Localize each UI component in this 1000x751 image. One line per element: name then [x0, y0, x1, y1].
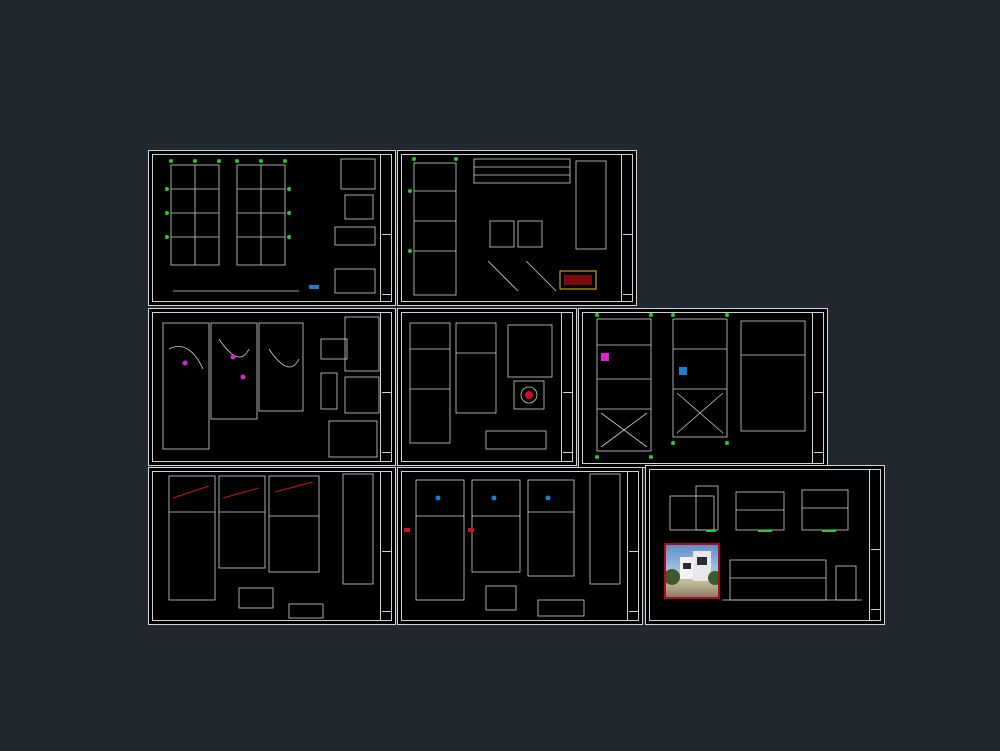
layout-sheet-instalaciones-desague[interactable]	[397, 467, 643, 625]
layout-sheet-arquitectura-distribucion[interactable]	[578, 308, 828, 468]
electrical-plan-drawing	[162, 316, 380, 458]
layout-sheet-estructuras-detalles[interactable]	[397, 150, 637, 306]
layout-sheet-instalaciones-electricas[interactable]	[148, 308, 396, 466]
layout-sheet-estructuras-cimentacion[interactable]	[148, 150, 396, 306]
house-render-icon[interactable]	[664, 543, 720, 599]
layout-sheet-instalaciones-sanitarias[interactable]	[397, 308, 577, 466]
architecture-plan-drawing	[595, 313, 806, 459]
structural-details-drawing	[408, 157, 607, 296]
water-plan-drawing	[168, 473, 374, 619]
foundation-plan-drawing	[165, 158, 376, 294]
sanitary-plan-drawing	[409, 322, 553, 450]
layout-sheet-instalaciones-agua[interactable]	[148, 467, 396, 625]
layout-sheet-elevaciones-cortes[interactable]	[645, 465, 885, 625]
drainage-plan-drawing	[404, 473, 621, 617]
elevations-drawing	[669, 485, 862, 601]
